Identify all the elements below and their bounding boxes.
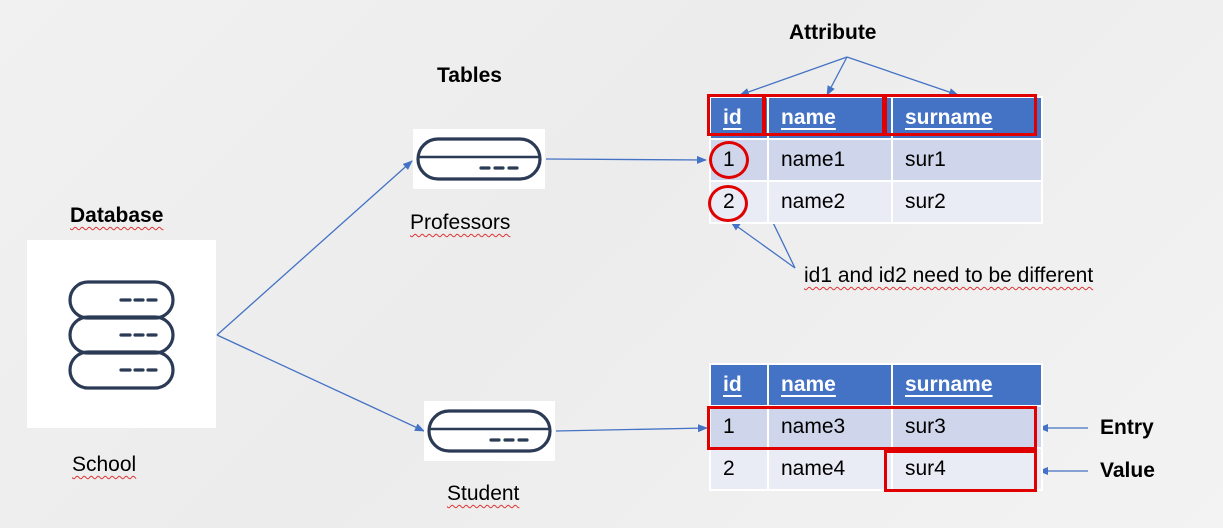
table-row: 2 name2 sur2 (709, 180, 1043, 224)
cell-name: name4 (767, 447, 893, 491)
cell-name: name3 (767, 405, 893, 449)
school-label: School (72, 453, 137, 476)
arrow-school-to-professors (216, 160, 413, 336)
professors-tile (413, 129, 545, 189)
column-header-name: name (767, 363, 893, 407)
table-row: 2 name4 sur4 (709, 447, 1043, 491)
table-row: 1 name1 sur1 (709, 138, 1043, 182)
attribute-highlight-name (763, 94, 885, 136)
entry-highlight (707, 406, 1037, 450)
disk-icon (416, 137, 542, 181)
database-label: Database (70, 204, 164, 227)
column-header-surname: surname (891, 363, 1043, 407)
arrow-attribute-to-name (826, 56, 848, 96)
attribute-highlight-id (707, 94, 765, 136)
cell-surname: sur3 (891, 405, 1043, 449)
id1-circle (709, 141, 749, 179)
student-table: id name surname 1 name3 sur3 2 name4 sur… (709, 363, 1043, 491)
professors-label: Professors (410, 211, 511, 234)
entry-label: Entry (1100, 416, 1154, 439)
value-label: Value (1100, 459, 1155, 482)
database-tile (27, 240, 216, 428)
database-stack-icon (68, 280, 175, 390)
table-row: 1 name3 sur3 (709, 405, 1043, 449)
column-header-name: name (767, 96, 893, 140)
arrow-professors-to-table (545, 155, 707, 164)
cell-name: name2 (767, 180, 893, 224)
attribute-highlight-surname (884, 94, 1037, 136)
value-highlight (884, 450, 1037, 492)
attribute-label: Attribute (789, 21, 877, 44)
id2-circle (708, 185, 748, 222)
cell-surname: sur4 (891, 447, 1043, 491)
disk-icon (427, 409, 552, 453)
column-header-id: id (709, 363, 769, 407)
cell-id: 2 (709, 447, 769, 491)
cell-name: name1 (767, 138, 893, 182)
student-label: Student (447, 482, 520, 505)
column-header-id: id (709, 96, 769, 140)
student-tile (424, 401, 555, 461)
cell-surname: sur2 (891, 180, 1043, 224)
arrow-student-to-table (555, 424, 708, 433)
cell-surname: sur1 (891, 138, 1043, 182)
tables-label: Tables (437, 64, 502, 87)
arrow-school-to-student (216, 334, 425, 432)
arrow-note-to-id2 (730, 221, 796, 269)
column-header-surname: surname (891, 96, 1043, 140)
arrow-attribute-to-surname (846, 56, 959, 96)
uniqueness-note: id1 and id2 need to be different (804, 264, 1094, 287)
arrow-attribute-to-id (739, 56, 848, 96)
